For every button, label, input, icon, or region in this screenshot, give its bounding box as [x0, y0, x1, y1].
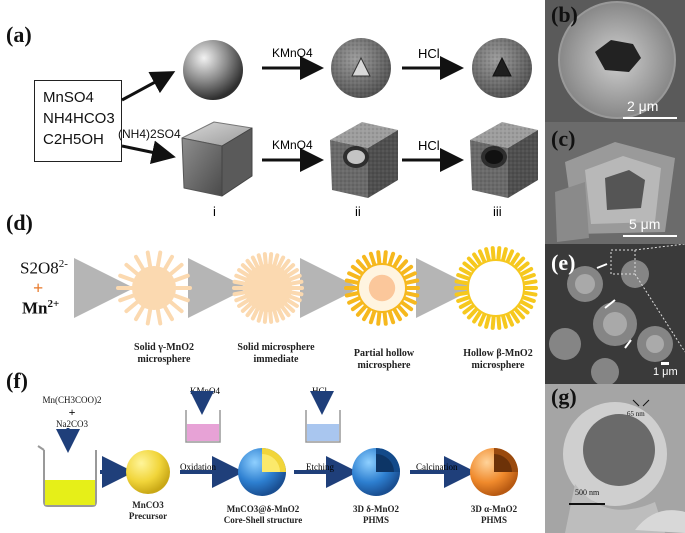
caption-f-3-line1: 3D δ-MnO2	[353, 504, 399, 514]
caption-f-3: 3D δ-MnO2 PHMS	[340, 504, 412, 526]
caption-f-4-line2: PHMS	[481, 515, 507, 525]
caption-d-2-line1: Solid microsphere	[237, 342, 315, 353]
panel-f-graphics	[37, 391, 518, 507]
rough-cube-ii	[330, 122, 398, 198]
panel-b-scale: 2 μm	[627, 98, 659, 114]
reagent-nh4hco3: NH4HCO3	[43, 110, 115, 127]
rough-sphere-ii	[331, 38, 391, 98]
panel-g-scale: 500 nm	[575, 488, 600, 497]
persulfate-charge: 2-	[58, 258, 68, 270]
partial-hollow-sphere	[344, 250, 420, 326]
panel-g-sem-image: (g) 65 nm 500 nm	[545, 384, 685, 533]
caption-f-1: MnCO3 Precursor	[116, 500, 180, 522]
rough-cube-iii	[470, 122, 538, 198]
reagent-box: MnSO4 NH4HCO3 C2H5OH	[34, 80, 122, 162]
smooth-sphere	[183, 40, 243, 100]
mn-ion: Mn2+	[22, 298, 59, 319]
caption-d-4-line1: Hollow β-MnO2	[463, 348, 533, 359]
panel-d-label: (d)	[6, 210, 33, 235]
panel-e-scale: 1 μm	[653, 366, 678, 378]
plus-sign: +	[33, 278, 44, 298]
stage-iii: iii	[493, 204, 502, 219]
stage-i: i	[213, 204, 216, 219]
panel-a-graphics	[121, 38, 538, 198]
panel-a-label: (a)	[6, 22, 32, 47]
reagent-mnso4: MnSO4	[43, 89, 94, 106]
reagent-plus: +	[68, 405, 76, 419]
caption-d-1-line2: microsphere	[137, 354, 191, 365]
caption-d-3-line2: microsphere	[357, 360, 411, 371]
mn-formula: Mn	[22, 298, 48, 318]
caption-d-4: Hollow β-MnO2 microsphere	[452, 348, 544, 372]
persulfate-formula: S2O8	[20, 258, 59, 278]
panel-c-sem-image: (c) 5 μm	[545, 122, 685, 244]
caption-f-3-line2: PHMS	[363, 515, 389, 525]
stage-ii: ii	[355, 204, 361, 219]
panel-e-sem-image: (e) 1 μm	[545, 244, 685, 384]
caption-f-2-line1: MnCO3@δ-MnO2	[226, 504, 300, 514]
caption-d-4-line2: microsphere	[471, 360, 525, 371]
caption-d-2: Solid microsphere immediate	[228, 342, 324, 366]
reagent-c2h5oh: C2H5OH	[43, 131, 104, 148]
arrow-to-sphere	[121, 71, 176, 102]
hollow-beta-sphere	[454, 246, 538, 330]
panel-d-graphics	[74, 246, 538, 330]
caption-f-4: 3D α-MnO2 PHMS	[458, 504, 530, 526]
precursor-sphere	[126, 450, 170, 494]
panel-g-label: (g)	[551, 384, 577, 409]
core-shell-sphere	[238, 448, 286, 496]
panel-b-label: (b)	[551, 2, 578, 27]
panel-c-label: (c)	[551, 126, 576, 151]
ammonium-sulfate-label: (NH4)2SO4	[118, 127, 181, 141]
solid-gamma-sphere	[116, 250, 192, 326]
caption-d-3: Partial hollow microsphere	[340, 348, 428, 372]
arrow-to-cube	[121, 140, 176, 165]
hcl-label-bottom: HCl	[418, 138, 440, 153]
beaker-kmno4	[185, 410, 221, 443]
solid-immediate-sphere	[232, 252, 304, 324]
panel-b-sem-image: (b) 2 μm	[545, 0, 685, 122]
persulfate-ion: S2O82-	[20, 258, 68, 279]
mn-charge: 2+	[47, 298, 60, 310]
delta-mno2-sphere	[352, 448, 400, 496]
caption-f-2-line2: Core-Shell structure	[223, 515, 303, 525]
beaker-hcl	[305, 410, 341, 443]
panel-f-label: (f)	[6, 368, 28, 393]
panel-c-scale: 5 μm	[629, 216, 661, 232]
step-calcination: Calcination	[416, 462, 458, 472]
panel-e-label: (e)	[551, 250, 576, 275]
step-oxidation: Oxidation	[180, 462, 216, 472]
alpha-mno2-sphere	[470, 448, 518, 496]
caption-f-4-line1: 3D α-MnO2	[470, 504, 518, 514]
kmno4-label-top: KMnO4	[272, 46, 313, 60]
step-etching: Etching	[306, 462, 334, 472]
caption-d-1: Solid γ-MnO2 microsphere	[120, 342, 208, 366]
panel-f-reagents: Mn(CH3COO)2 + Na2CO3	[34, 394, 110, 430]
reagent-na2co3: Na2CO3	[56, 419, 88, 429]
caption-d-2-line2: immediate	[253, 354, 299, 365]
kmno4-label-bottom: KMnO4	[272, 138, 313, 152]
caption-d-1-line1: Solid γ-MnO2	[134, 342, 194, 353]
hcl-label-top: HCl	[418, 46, 440, 61]
reagent-mn-acetate: Mn(CH3COO)2	[42, 395, 102, 405]
beaker-precursor	[37, 445, 97, 507]
caption-f-2: MnCO3@δ-MnO2 Core-Shell structure	[208, 504, 318, 526]
rough-sphere-iii	[472, 38, 532, 98]
panel-g-thickness: 65 nm	[627, 410, 645, 418]
caption-f-1-line1: MnCO3	[132, 500, 164, 510]
caption-d-3-line1: Partial hollow	[353, 348, 415, 359]
caption-f-1-line2: Precursor	[128, 511, 168, 521]
smooth-cube	[181, 121, 253, 197]
